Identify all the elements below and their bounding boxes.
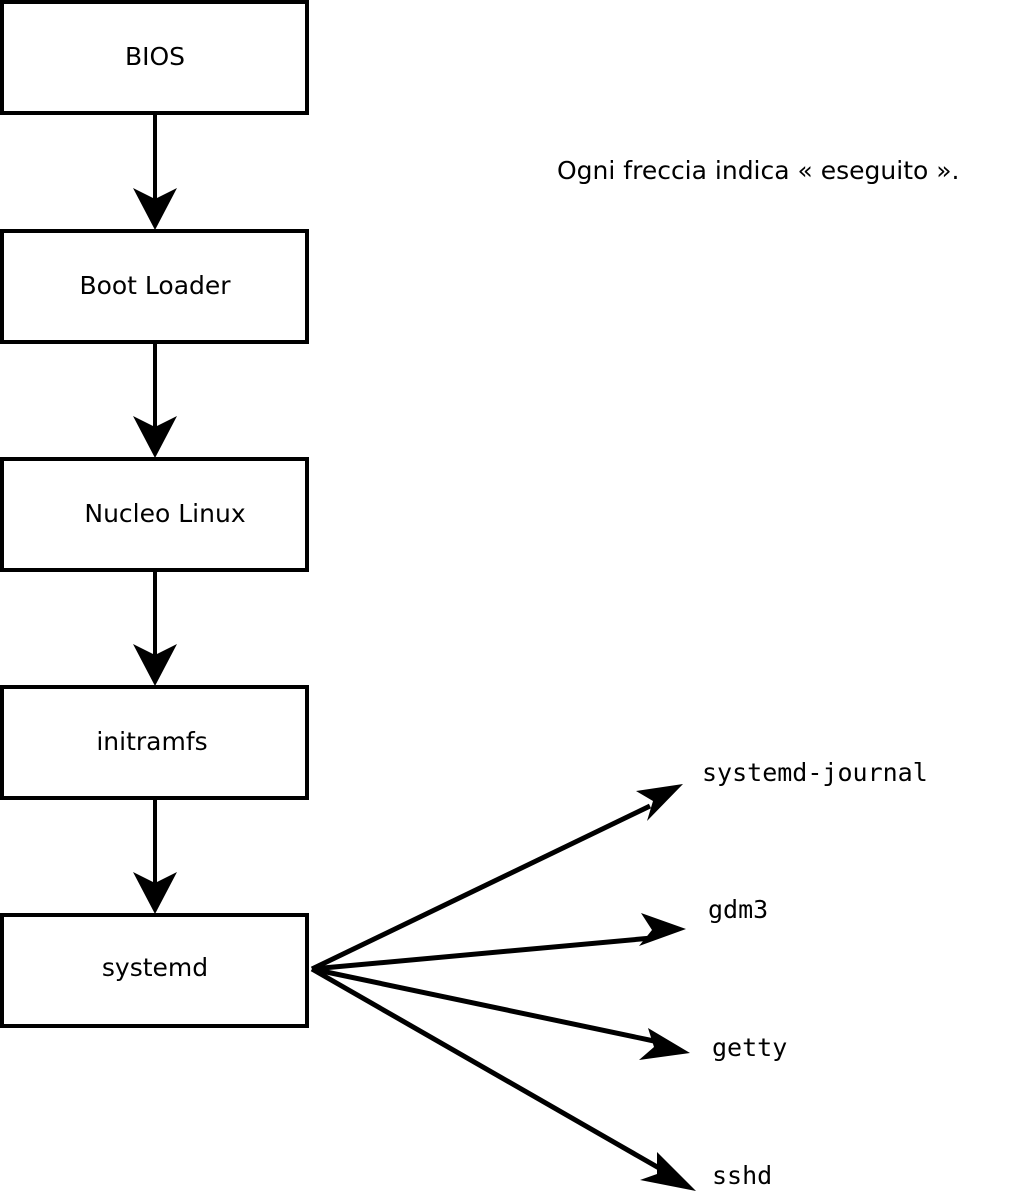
node-initramfs-rect: [0, 685, 309, 800]
node-boot-loader-rect: [0, 229, 309, 344]
diagram-annotation: Ogni freccia indica « eseguito ».: [557, 156, 960, 185]
arrow-head-upright: [636, 784, 683, 821]
node-nucleo-linux-rect: [0, 457, 309, 572]
node-bios-rect: [0, 0, 309, 115]
node-initramfs-label: initramfs: [96, 727, 207, 756]
arrow-head-downright: [640, 1152, 696, 1191]
service-label-sshd: sshd: [712, 1161, 772, 1190]
node-nucleo-linux-label: Nucleo Linux: [84, 499, 245, 528]
node-systemd-rect: [0, 913, 309, 1028]
node-nucleo-linux[interactable]: Nucleo Linux: [0, 457, 309, 572]
node-systemd-label: systemd: [102, 953, 208, 982]
arrow-shaft: [310, 803, 652, 972]
arrow-head-down: [133, 644, 177, 686]
arrow-systemd-to-sshd: [310, 966, 696, 1191]
arrow-shaft: [310, 966, 661, 1171]
service-labels-group: systemd-journal gdm3 getty sshd: [702, 758, 928, 1190]
service-arrows-group: [310, 784, 696, 1191]
arrow-shaft: [311, 935, 653, 972]
service-label-systemd-journal: systemd-journal: [702, 758, 928, 787]
arrow-head-right: [639, 913, 686, 946]
arrow-shaft: [311, 966, 655, 1044]
arrow-systemd-to-getty: [311, 966, 690, 1060]
arrow-head-down: [133, 188, 177, 230]
boot-arrows-group: [133, 115, 177, 914]
arrow-bios-to-boot-loader: [133, 115, 177, 230]
node-systemd[interactable]: systemd: [0, 913, 309, 1028]
arrow-head-down: [133, 416, 177, 458]
boot-chain-group: BIOS Boot Loader Nucleo Linux initramfs …: [0, 0, 309, 1028]
arrow-nucleo-linux-to-initramfs: [133, 571, 177, 686]
node-boot-loader-label: Boot Loader: [79, 271, 231, 300]
service-label-gdm3: gdm3: [708, 895, 768, 924]
arrow-head-downright: [639, 1028, 690, 1060]
node-bios[interactable]: BIOS: [0, 0, 309, 115]
arrow-head-down: [133, 872, 177, 914]
arrow-systemd-to-gdm3: [311, 913, 686, 972]
node-initramfs[interactable]: initramfs: [0, 685, 309, 800]
arrow-boot-loader-to-nucleo-linux: [133, 343, 177, 458]
node-bios-label: BIOS: [125, 42, 185, 71]
arrow-initramfs-to-systemd: [133, 799, 177, 914]
service-label-getty: getty: [712, 1033, 787, 1062]
arrow-systemd-to-systemd-journal: [310, 784, 683, 972]
node-boot-loader[interactable]: Boot Loader: [0, 229, 309, 344]
